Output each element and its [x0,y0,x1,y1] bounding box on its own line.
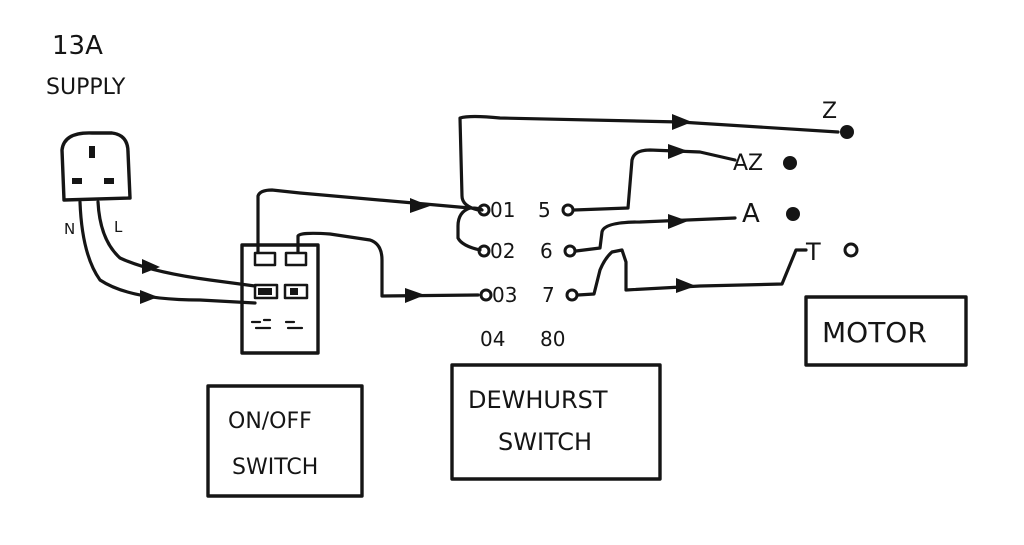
motor-label-box [804,295,968,367]
wire-switch-to-03 [296,231,480,298]
terminal-7-label: 7 [542,283,555,307]
wire-6-to-a [574,216,737,253]
terminal-80-label: 80 [540,327,565,351]
onoff-label-line2: SWITCH [232,455,318,480]
motor-label: MOTOR [822,316,927,349]
arrow-to-z [672,114,692,130]
neutral-wire [78,200,257,305]
onoff-label-line1: ON/OFF [228,409,312,434]
terminal-5-label: 5 [538,198,551,222]
wire-7-link [576,248,808,297]
supply-label-amps: 13A [52,31,103,61]
dewhurst-label-box [450,363,662,481]
motor-terminal-az-label: AZ [733,151,763,176]
dewhurst-label-line1: DEWHURST [468,386,608,414]
terminal-01-label: 01 [490,198,515,222]
neutral-arrow [140,290,158,304]
live-arrow [142,259,160,274]
onoff-switch-body [240,243,320,355]
terminal-7-ring [565,288,579,302]
live-wire [96,200,257,288]
plug-icon [60,131,132,202]
onoff-label-box [206,384,364,498]
terminal-03-label: 03 [492,283,517,307]
arrow-to-t [676,278,696,293]
terminal-02-ring [477,244,491,258]
wire-01-to-z [458,114,840,212]
motor-terminal-t-ring [843,242,859,258]
wire-5-to-az [572,148,737,212]
arrow-to-03 [405,288,425,303]
motor-terminal-a-dot [786,207,800,221]
live-label: L [114,218,123,236]
terminal-01-ring [477,203,491,217]
terminal-04-label: 04 [480,327,505,351]
wire-01-to-02 [456,206,482,252]
motor-terminal-a-label: A [742,199,760,229]
terminal-6-label: 6 [540,239,553,263]
wire-switch-to-01 [256,188,484,254]
arrow-to-a [668,214,688,229]
motor-terminal-az-dot [783,156,797,170]
terminal-5-ring [561,203,575,217]
terminal-03-ring [479,288,493,302]
arrow-to-az [668,144,688,159]
motor-terminal-z-label: Z [822,99,837,124]
terminal-02-label: 02 [490,239,515,263]
neutral-label: N [64,220,75,238]
motor-terminal-t-label: T [805,238,821,266]
arrow-to-01 [410,198,430,213]
dewhurst-label-line2: SWITCH [498,428,592,456]
motor-terminal-z-dot [840,125,854,139]
terminal-6-ring [563,244,577,258]
supply-label-word: SUPPLY [46,75,126,100]
